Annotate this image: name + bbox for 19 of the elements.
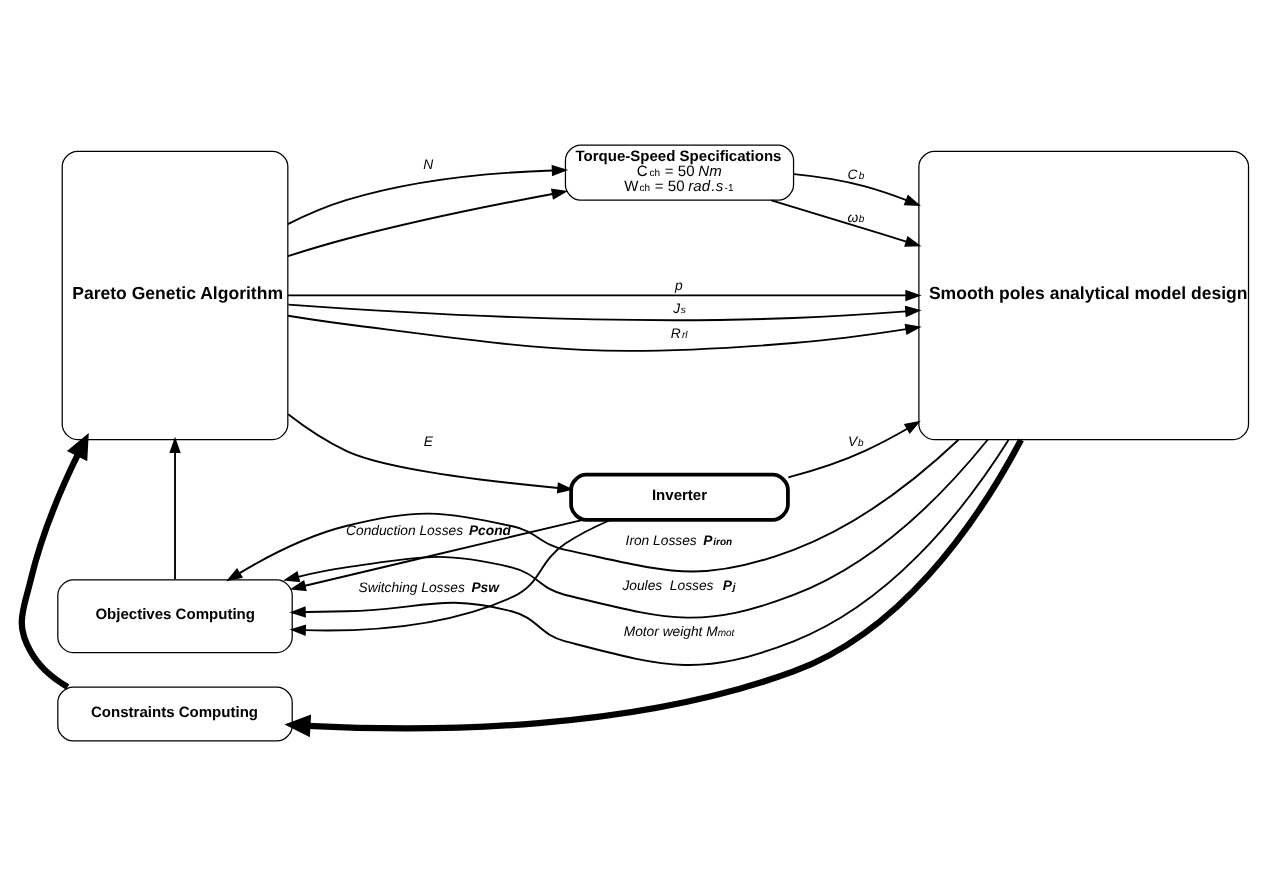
- arrow: [770, 199, 922, 247]
- node-box: Pareto Genetic Algorithm: [61, 150, 289, 441]
- arrow: [787, 420, 921, 479]
- arrow: [169, 436, 181, 581]
- node-box: Smooth poles analytical model design: [918, 150, 1250, 441]
- arrow: [286, 289, 922, 302]
- arrow: [18, 432, 89, 690]
- arrow: [284, 438, 1024, 738]
- arrow: [226, 438, 960, 582]
- arrow: [287, 314, 922, 352]
- arrow: [289, 518, 584, 592]
- arrow: [287, 413, 574, 494]
- arrow: [793, 173, 921, 206]
- arrow: [289, 439, 1010, 666]
- arrow: [283, 438, 989, 619]
- arrow: [287, 303, 922, 321]
- arrow: [289, 519, 612, 636]
- arrow: [286, 164, 569, 225]
- arrow: [287, 188, 568, 258]
